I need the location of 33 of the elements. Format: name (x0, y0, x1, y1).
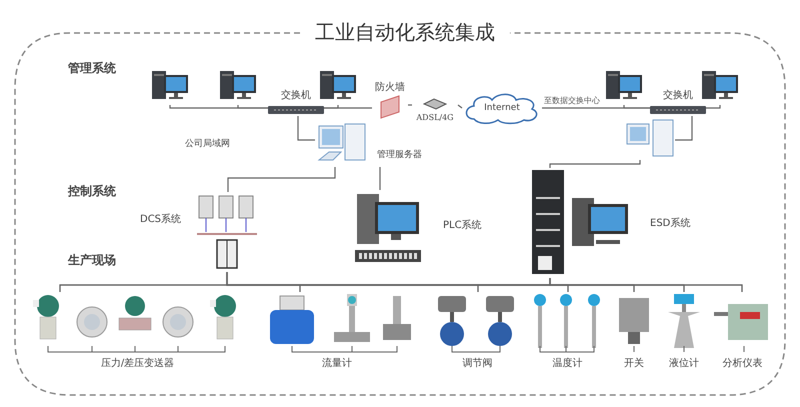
connector-line (458, 104, 462, 108)
node-label: 管理服务器 (377, 149, 422, 161)
node-label: 液位计 (668, 358, 700, 370)
node-label: 流量计 (321, 358, 353, 370)
node-label: PLC系统 (443, 220, 482, 232)
node-label: 防火墙 (374, 82, 406, 94)
node-label: 开关 (623, 358, 645, 370)
node-label: 交换机 (662, 90, 694, 102)
connector-line (706, 105, 721, 109)
connector-line (379, 167, 381, 190)
node-label: ESD系统 (650, 218, 690, 230)
connector-line (297, 116, 315, 141)
node-label: 压力/差压变送器 (100, 358, 176, 370)
connector-line (324, 107, 372, 109)
connector-line (408, 104, 412, 106)
connector-line (623, 105, 650, 109)
section-label: 公司局域网 (185, 138, 230, 150)
section-label: 管理系统 (68, 60, 116, 77)
connector-line (675, 116, 693, 141)
connector-line (549, 160, 641, 168)
node-label: 温度计 (552, 358, 584, 370)
node-label: DCS系统 (140, 214, 182, 226)
section-label: 生产现场 (68, 252, 116, 269)
edge-label: 至数据交换中心 (544, 95, 600, 106)
connector-line (227, 167, 336, 192)
node-label: ADSL/4G (415, 112, 455, 124)
node-label: Internet (483, 102, 521, 114)
connector-line (237, 105, 268, 109)
node-label: 调节阀 (462, 358, 494, 370)
connector-line (549, 278, 743, 292)
node-label: 交换机 (280, 90, 312, 102)
node-label: 分析仪表 (722, 358, 764, 370)
section-label: 控制系统 (68, 183, 116, 200)
